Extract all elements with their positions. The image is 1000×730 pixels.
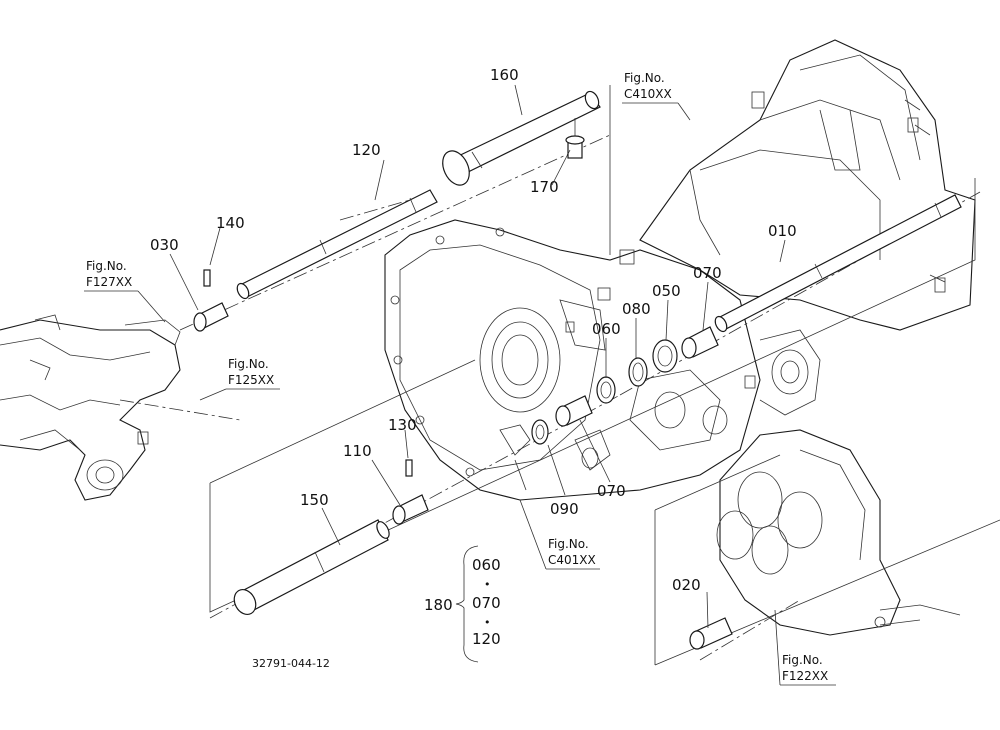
label-070-upper: 070 [693, 264, 722, 282]
label-060: 060 [592, 320, 621, 338]
part-030-sleeve[interactable] [193, 302, 229, 332]
label-090: 090 [550, 500, 579, 518]
kit-item: 060 [472, 556, 501, 574]
part-080-ring[interactable] [628, 357, 648, 387]
bottom-right-housing [716, 429, 961, 636]
label-110: 110 [343, 442, 372, 460]
kit-item: 120 [472, 630, 501, 648]
kit-item: 070 [472, 594, 501, 612]
part-070-sleeve-lower[interactable] [555, 395, 593, 427]
middle-transmission-case [384, 219, 821, 501]
part-050-bearing[interactable] [652, 339, 678, 373]
part-010-shaft[interactable] [713, 194, 962, 333]
label-150: 150 [300, 491, 329, 509]
fig-ref-code: C401XX [548, 553, 596, 567]
part-110-sleeve[interactable] [392, 494, 429, 525]
fig-ref-f127[interactable]: Fig.No. F127XX [84, 259, 166, 323]
part-140-pin[interactable] [203, 269, 211, 287]
label-160: 160 [490, 66, 519, 84]
label-050: 050 [652, 282, 681, 300]
kit-separator: • [484, 616, 491, 629]
label-030: 030 [150, 236, 179, 254]
label-170: 170 [530, 178, 559, 196]
part-120-shaft[interactable] [235, 189, 438, 300]
part-150-tube[interactable] [230, 519, 392, 618]
leader-lines [169, 84, 786, 629]
label-020: 020 [672, 576, 701, 594]
kit-180-group[interactable]: 180 060 • 070 • 120 [424, 545, 501, 663]
fig-ref-prefix: Fig.No. [548, 537, 589, 551]
fig-ref-code: C410XX [624, 87, 672, 101]
fig-ref-prefix: Fig.No. [86, 259, 127, 273]
label-140: 140 [216, 214, 245, 232]
part-160-tube[interactable] [438, 89, 602, 189]
fig-ref-f125[interactable]: Fig.No. F125XX [199, 357, 280, 401]
part-060-washer[interactable] [596, 376, 616, 404]
part-070-sleeve-upper[interactable] [681, 326, 719, 359]
front-axle-housing [0, 314, 181, 501]
fig-ref-code: F122XX [782, 669, 828, 683]
fig-ref-prefix: Fig.No. [782, 653, 823, 667]
part-090-snap-ring[interactable] [531, 419, 549, 445]
label-080: 080 [622, 300, 651, 318]
assembly-frames [209, 85, 1000, 666]
part-labels: 160 120 170 140 030 010 070 050 080 060 … [150, 66, 797, 594]
fig-ref-prefix: Fig.No. [624, 71, 665, 85]
fig-ref-c401[interactable]: Fig.No. C401XX [519, 499, 600, 570]
label-130: 130 [388, 416, 417, 434]
label-070-lower: 070 [597, 482, 626, 500]
kit-label: 180 [424, 596, 453, 614]
fig-ref-code: F127XX [86, 275, 132, 289]
kit-separator: • [484, 578, 491, 591]
part-020-sleeve[interactable] [689, 617, 733, 650]
center-lines [119, 134, 981, 661]
fig-ref-c410[interactable]: Fig.No. C410XX [622, 71, 691, 121]
fig-ref-code: F125XX [228, 373, 274, 387]
drawing-code: 32791-044-12 [252, 657, 330, 670]
fig-ref-f122[interactable]: Fig.No. F122XX [774, 609, 836, 686]
fig-ref-prefix: Fig.No. [228, 357, 269, 371]
label-010: 010 [768, 222, 797, 240]
part-130-pin[interactable] [405, 459, 413, 477]
label-120: 120 [352, 141, 381, 159]
part-170-fitting[interactable] [565, 118, 585, 159]
